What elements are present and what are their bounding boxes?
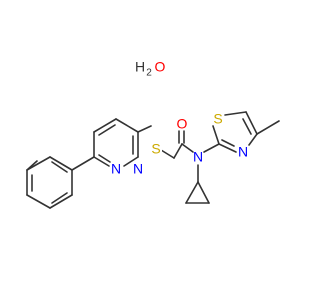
bond-pyr-2 — [93, 118, 117, 133]
amide-n-label: N — [193, 149, 203, 165]
bond-pyr-5 — [123, 156, 139, 167]
bond-pyr-6 — [93, 156, 110, 167]
bond-tz-3d — [242, 118, 252, 135]
bond-ph-d3 — [51, 161, 68, 173]
bond-pyr-d1 — [98, 124, 116, 136]
bond-pyr-3 — [115, 118, 139, 133]
pyridazine-n2-label: N — [111, 161, 121, 177]
thiazole-n-label: N — [238, 144, 248, 160]
bond-tz-4 — [248, 133, 258, 146]
bond-tz-5 — [218, 143, 237, 153]
bond-pyr-s — [137, 125, 152, 133]
bond-ph-d2 — [51, 192, 68, 204]
bond-tz-me — [256, 120, 280, 135]
water-h-label: H — [135, 59, 145, 75]
pyridazine-n1-label: N — [133, 161, 143, 177]
bond-pyr-d3 — [98, 154, 111, 163]
bond-lines — [26, 111, 280, 209]
bond-ch2-co — [173, 143, 183, 159]
bond-ph-3 — [26, 194, 51, 209]
bond-n-tz — [203, 143, 220, 153]
bond-tz-1 — [212, 125, 220, 145]
water-o-label: O — [155, 59, 166, 75]
bond-cp-3 — [197, 181, 210, 204]
bond-tz-2 — [224, 111, 247, 116]
bond-ph-7 — [26, 156, 51, 171]
bond-tz-3 — [245, 111, 258, 135]
bond-cp-1 — [185, 181, 199, 204]
thiazole-s-label: S — [213, 111, 222, 127]
carbonyl-o-label: O — [177, 116, 188, 132]
bond-s-ch2 — [160, 149, 175, 159]
bond-ph-6 — [49, 156, 73, 171]
bond-tz-5d — [221, 139, 235, 147]
molecule-structure: H 2 O O S N S N N N — [26, 59, 280, 209]
bond-co-n — [181, 143, 194, 153]
atom-labels: H 2 O O S N S N N N — [111, 59, 248, 177]
water-sub-label: 2 — [146, 68, 152, 79]
thioether-s-label: S — [151, 141, 160, 157]
bond-ph-pyr — [71, 156, 95, 171]
bond-ph-4 — [49, 194, 73, 209]
